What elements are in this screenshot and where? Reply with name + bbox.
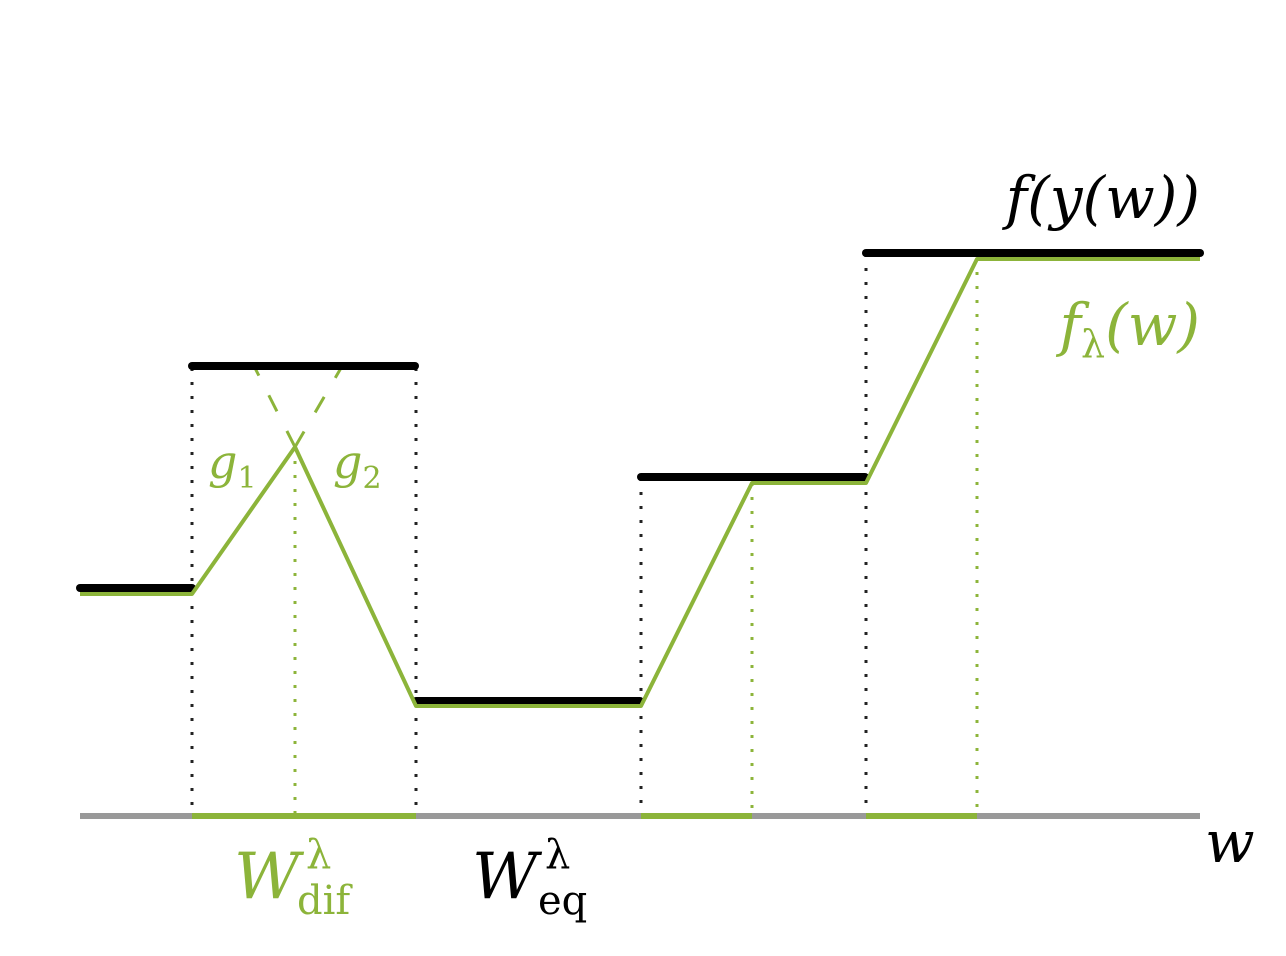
f-y-w-step-function xyxy=(76,249,1204,705)
label-w-eq: W λ eq xyxy=(472,832,587,924)
svg-text:W: W xyxy=(234,840,305,914)
svg-text:λ: λ xyxy=(306,832,331,878)
label-g2: g2 xyxy=(333,435,382,496)
label-g1: g1 xyxy=(208,435,257,496)
label-f-lambda-w: fλ(w) xyxy=(1056,291,1200,366)
svg-text:λ: λ xyxy=(545,832,570,878)
svg-text:eq: eq xyxy=(538,878,587,924)
black-dotted-guides xyxy=(190,254,868,815)
green-dotted-guides xyxy=(293,258,979,815)
dashed-extensions xyxy=(253,367,343,448)
label-f-y-w: f(y(w)) xyxy=(1002,164,1200,232)
svg-text:dif: dif xyxy=(297,878,353,924)
label-w-dif: W λ dif xyxy=(234,832,353,924)
axis-label-w: w xyxy=(1205,808,1255,876)
svg-text:W: W xyxy=(472,840,543,914)
f-lambda-w-curve xyxy=(80,257,1200,708)
